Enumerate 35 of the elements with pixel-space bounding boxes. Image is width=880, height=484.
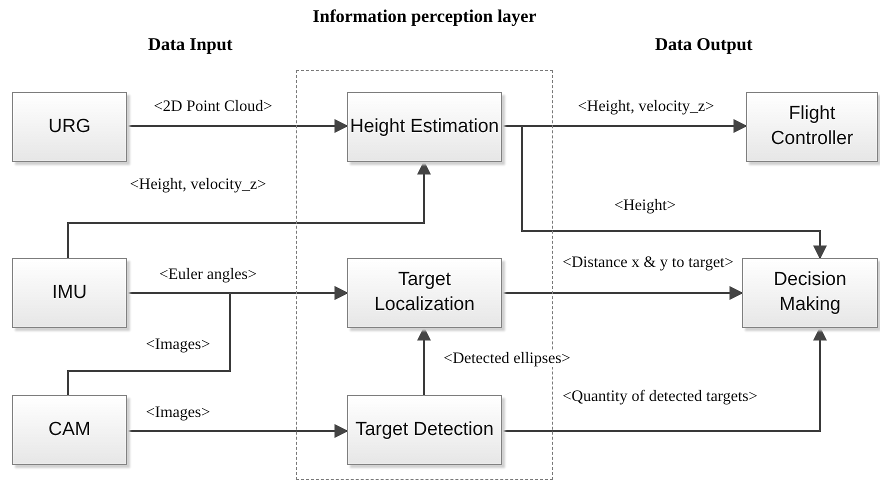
box-label: CAM — [48, 418, 91, 442]
edge-label: <Quantity of detected targets> — [562, 388, 758, 405]
edge-label: <Detected ellipses> — [444, 350, 570, 367]
process-box — [12, 92, 127, 162]
arrow — [127, 424, 348, 438]
edge-label: <Images> — [146, 404, 210, 421]
box-label: Height Estimation — [350, 114, 499, 139]
layer-heading: Information perception layer — [312, 5, 538, 28]
box-label: Decision Making — [772, 268, 848, 317]
box-label: Target Detection — [355, 418, 494, 442]
edge-label: <Images> — [146, 336, 210, 353]
column-heading: Data Output — [655, 34, 753, 55]
arrow — [502, 326, 827, 432]
process-box — [347, 395, 502, 465]
arrow — [67, 286, 348, 395]
process-box — [746, 92, 878, 162]
edge-label: <Height> — [614, 197, 676, 214]
column-heading: Data Input — [148, 34, 233, 55]
arrow — [67, 160, 431, 258]
box-label: IMU — [52, 280, 87, 305]
arrow — [502, 286, 744, 300]
process-box — [12, 395, 127, 465]
edge-label: <Height, velocity_z> — [130, 176, 266, 193]
box-label: Target Localization — [373, 268, 476, 317]
box-label: Flight Controller — [770, 102, 854, 151]
edge-label: <Distance x & y to target> — [562, 254, 734, 271]
arrow — [127, 119, 348, 133]
process-box — [347, 258, 502, 328]
process-box — [12, 258, 127, 328]
edge-label: <Euler angles> — [159, 266, 257, 283]
edge-label: <Height, velocity_z> — [578, 98, 714, 115]
box-label: URG — [48, 114, 91, 139]
process-box — [742, 258, 878, 328]
arrow — [417, 326, 431, 395]
process-box — [347, 92, 502, 162]
